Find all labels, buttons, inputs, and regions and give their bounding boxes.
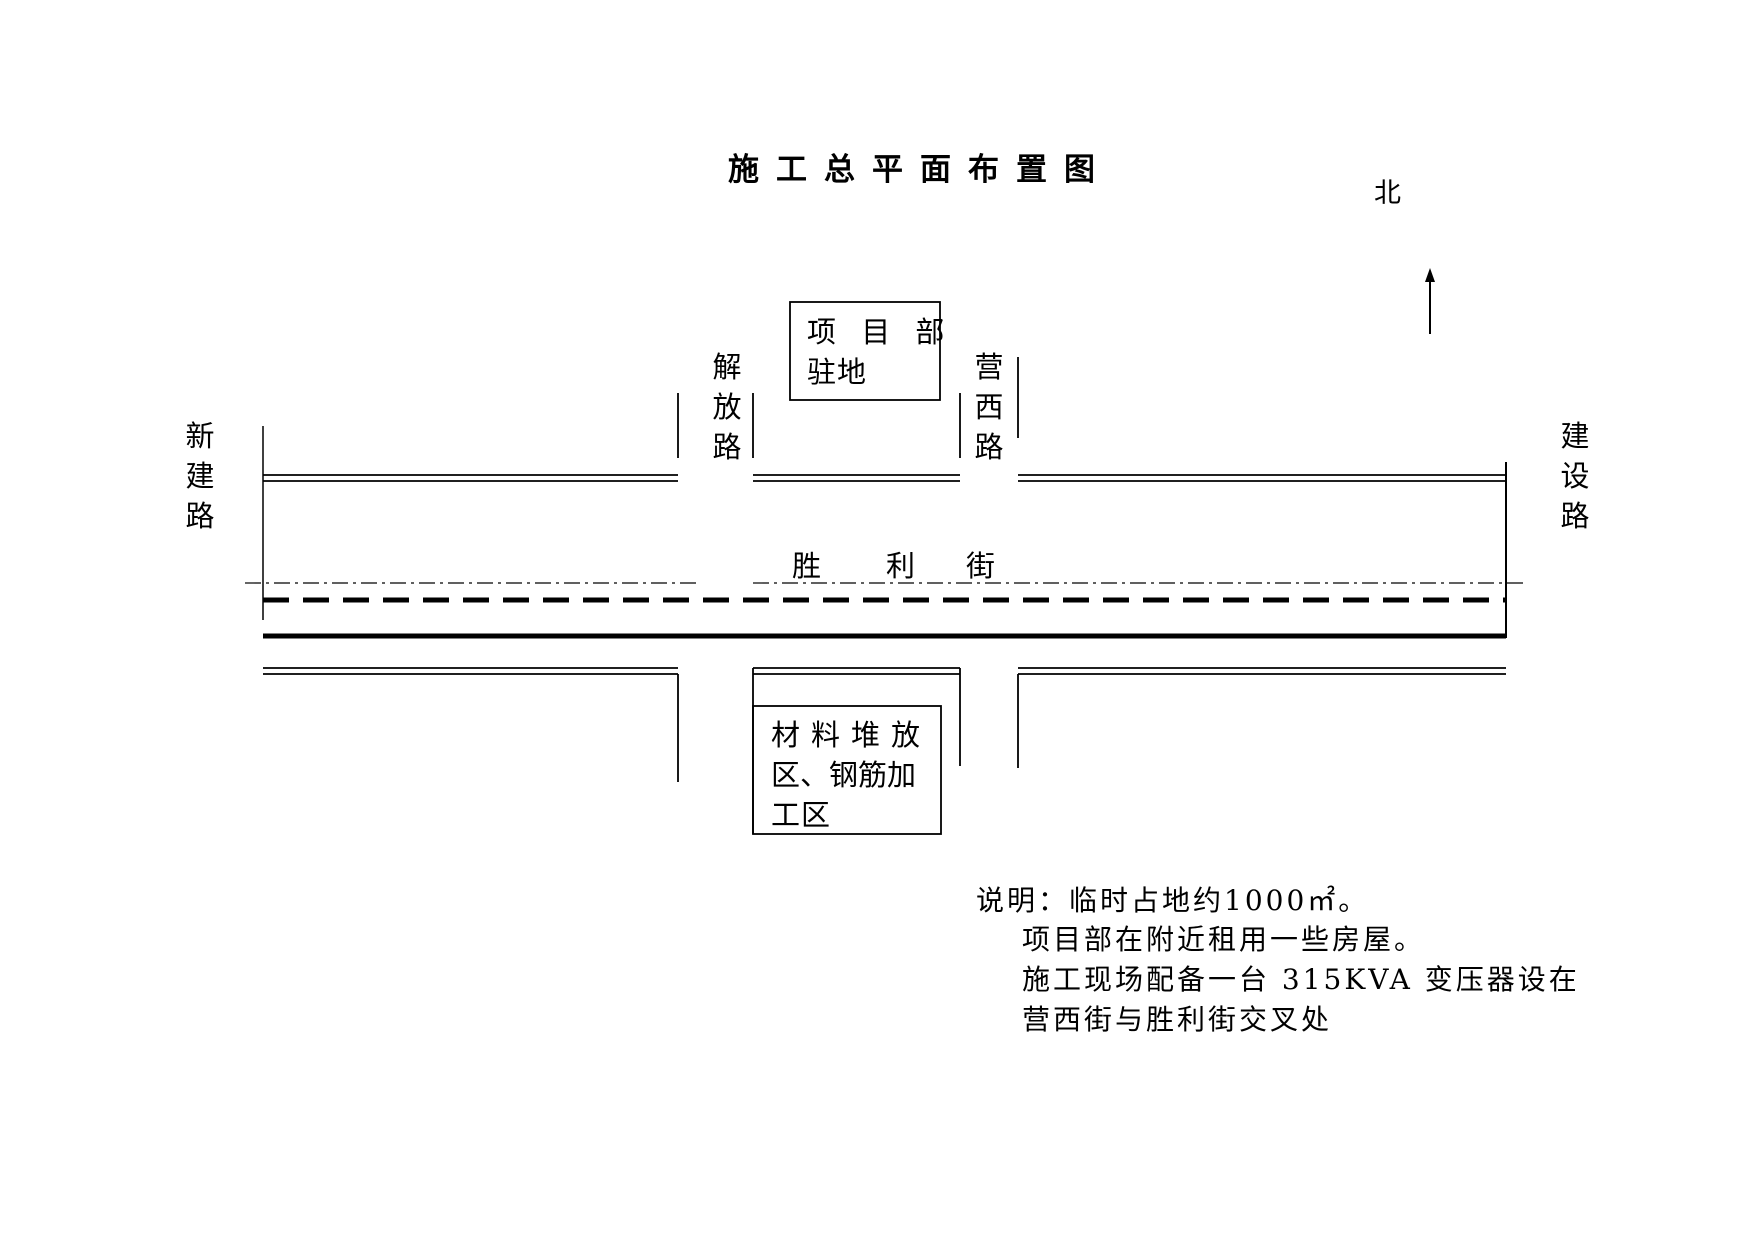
south-curb xyxy=(263,667,1506,675)
road-label-jianshe: 建设路 xyxy=(1560,419,1590,533)
road-label-jiefang: 解放路 xyxy=(712,350,742,464)
project-dept-box xyxy=(789,301,941,401)
material-area-line-1: 材料堆放 xyxy=(771,718,932,752)
page-title: 施工总平面布置图 xyxy=(728,152,1112,188)
road-label-yingxi: 营西路 xyxy=(974,350,1004,464)
north-side-roads xyxy=(677,357,1019,458)
notes-line-1: 说明：临时占地约1000㎡。 xyxy=(976,884,1370,917)
project-dept-line-2: 驻地 xyxy=(807,355,868,389)
notes-line-3: 施工现场配备一台 315KVA 变压器设在 xyxy=(1022,963,1580,996)
notes-line-2: 项目部在附近租用一些房屋。 xyxy=(1022,923,1426,956)
north-curb xyxy=(263,474,1506,482)
road-label-xinjian: 新建路 xyxy=(185,419,215,533)
main-street-char-3: 街 xyxy=(966,549,996,583)
material-area-box xyxy=(752,705,942,835)
material-area-line-3: 工区 xyxy=(771,798,832,832)
main-street-char-1: 胜 xyxy=(792,549,822,583)
project-dept-line-1: 项 目 部 xyxy=(807,315,953,349)
north-label: 北 xyxy=(1374,178,1401,209)
notes-line-4: 营西街与胜利街交叉处 xyxy=(1022,1003,1333,1036)
material-area-line-2: 区、钢筋加 xyxy=(771,758,917,792)
north-arrow-icon xyxy=(1425,268,1435,334)
main-street-char-2: 利 xyxy=(886,549,916,583)
